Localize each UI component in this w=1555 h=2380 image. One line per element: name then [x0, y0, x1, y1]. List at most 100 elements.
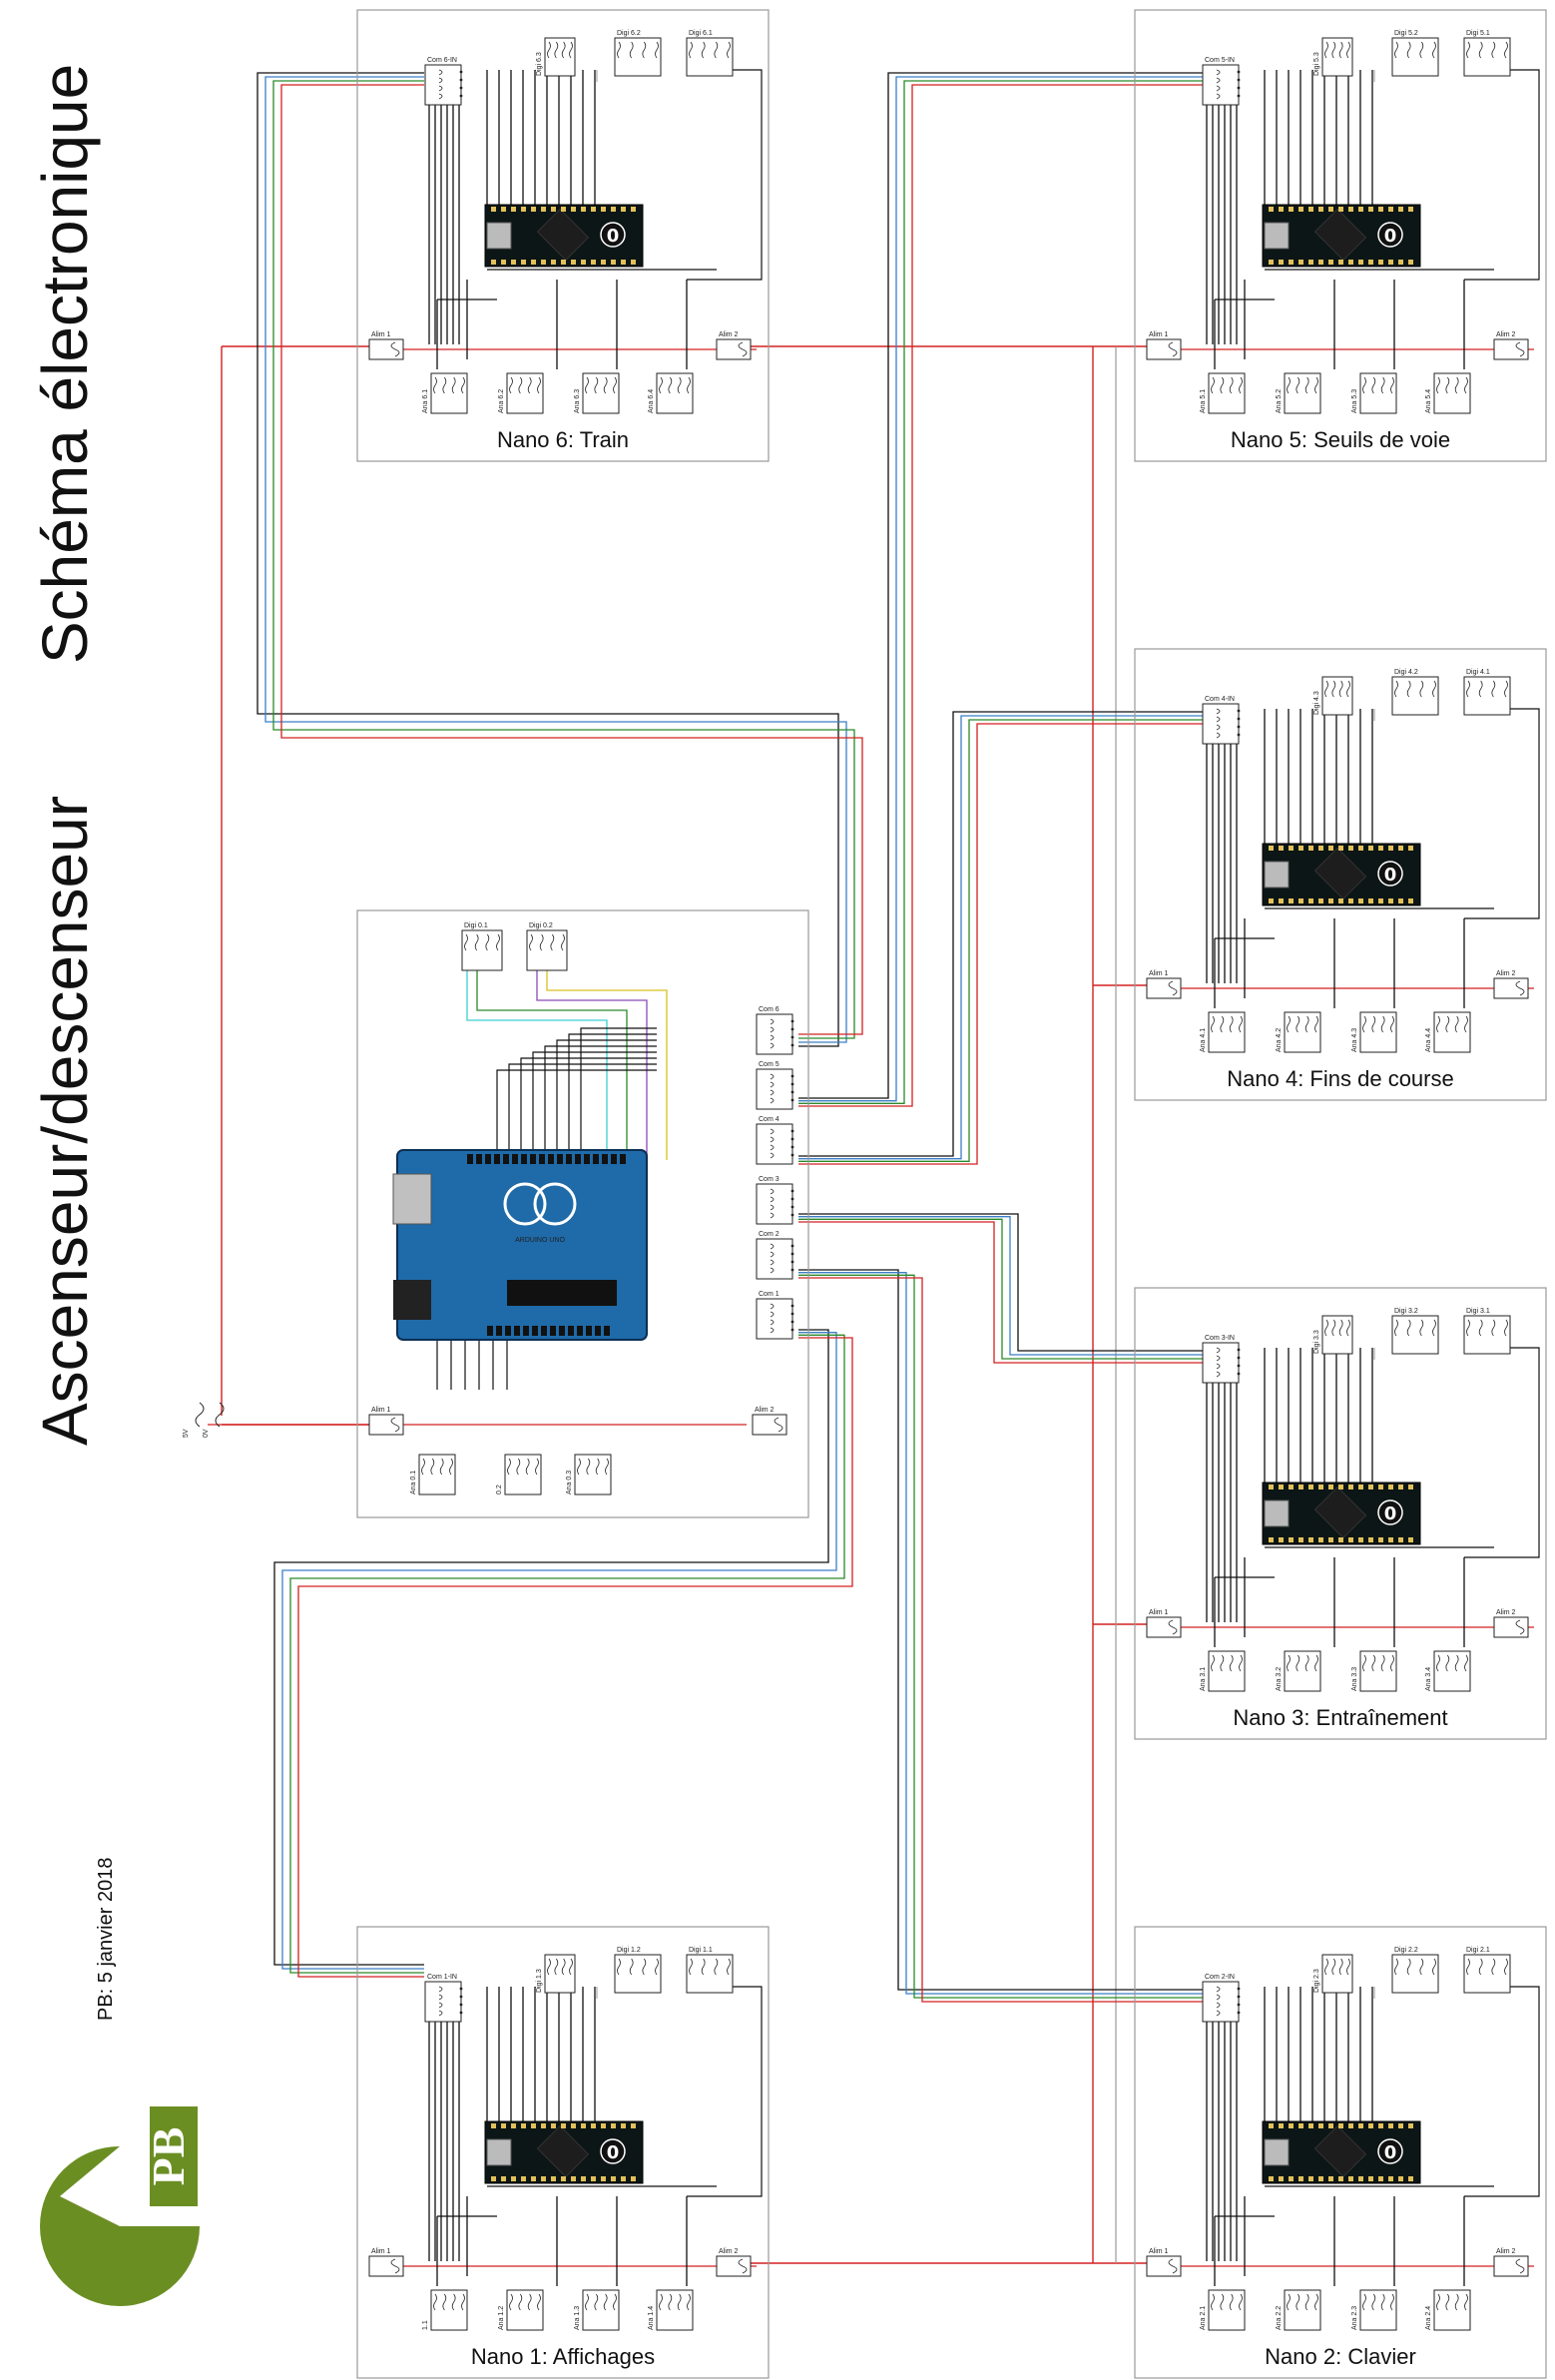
- connector-pin: [1491, 1958, 1496, 1976]
- connector-pin: [1229, 1015, 1234, 1033]
- connector-pin: [1331, 41, 1336, 59]
- connector-pin: [474, 933, 479, 951]
- module-title: Nano 6: Train: [497, 427, 629, 452]
- pin: [1279, 898, 1284, 903]
- connector-digi-3-1: Digi 3.1: [1463, 1308, 1511, 1355]
- pin: [531, 2123, 536, 2128]
- connector-pin: [1304, 1015, 1309, 1033]
- connector-pin: [770, 1212, 775, 1219]
- pin: [1358, 846, 1363, 851]
- connector-digi-2-1: Digi 2.1: [1463, 1947, 1511, 1994]
- connector-pin: [1362, 1654, 1366, 1672]
- pin: [1279, 2123, 1284, 2128]
- connector-pin: [1168, 2258, 1178, 2274]
- connector-label: Ana 1.2: [498, 2306, 505, 2330]
- connector-pin: [770, 1034, 775, 1041]
- header-pin: [512, 1154, 518, 1164]
- bus-wire: [289, 1334, 845, 1974]
- header-pin: [539, 1154, 545, 1164]
- atmega-chip: [507, 1280, 617, 1306]
- connector-pin: [668, 2293, 673, 2311]
- pin-dot: [1237, 709, 1241, 713]
- connector-label: 0.2: [496, 1485, 503, 1494]
- pin: [1408, 2123, 1413, 2128]
- pin: [601, 2176, 606, 2181]
- wire: [476, 970, 628, 1160]
- pin: [541, 2176, 546, 2181]
- pin: [1368, 1485, 1373, 1489]
- connector-alim-2: Alim 2: [716, 331, 752, 360]
- pin: [1378, 2176, 1383, 2181]
- pin: [491, 207, 496, 212]
- pin: [591, 207, 596, 212]
- connector-pin: [1296, 376, 1300, 394]
- connector-pin: [1287, 1654, 1291, 1672]
- connector-pin: [438, 93, 443, 100]
- connector-pin: [1436, 1654, 1440, 1672]
- connector-label: Alim 2: [1496, 2248, 1516, 2255]
- connector-label: Com 1-IN: [427, 1974, 457, 1981]
- bus-wire: [798, 1216, 1203, 1356]
- connector-pin: [1304, 2293, 1309, 2311]
- connector-label: Ana 4.3: [1351, 1028, 1358, 1052]
- connector-pin: [1380, 1654, 1385, 1672]
- connector-com-6: Com 6: [756, 1006, 794, 1055]
- pin: [1378, 1485, 1383, 1489]
- connector-pin: [659, 2293, 663, 2311]
- pin: [1279, 260, 1284, 265]
- connector-body: [756, 1013, 793, 1055]
- connector-label: Alim 2: [719, 331, 739, 338]
- pin: [551, 260, 556, 265]
- module-frame: [356, 909, 809, 1518]
- pin: [1378, 1537, 1383, 1542]
- connector-body: [756, 1298, 793, 1340]
- connector-body: [1493, 2255, 1529, 2277]
- pin: [1328, 2176, 1333, 2181]
- pin-dot: [1237, 2003, 1241, 2007]
- connector-pin: [390, 2258, 400, 2274]
- pin: [601, 260, 606, 265]
- connector-pin: [687, 2293, 691, 2311]
- pin: [1368, 898, 1373, 903]
- connector-label: Digi 0.1: [464, 922, 488, 929]
- pin: [1388, 1485, 1393, 1489]
- pin: [631, 2176, 636, 2181]
- connector-body: [1146, 2255, 1182, 2277]
- connector-com-6-in: Com 6-IN: [424, 57, 463, 106]
- pin: [1398, 846, 1403, 851]
- connector-pin: [1371, 1654, 1376, 1672]
- connector-label: Alim 2: [1496, 970, 1516, 977]
- connector-pin: [770, 1259, 775, 1266]
- pin: [1298, 1537, 1303, 1542]
- connector-pin: [1220, 1654, 1225, 1672]
- connector-pin: [1454, 376, 1459, 394]
- pin: [1368, 260, 1373, 265]
- connector-body: [1391, 676, 1439, 716]
- header-pin: [595, 1326, 601, 1336]
- pin: [1408, 207, 1413, 212]
- connector-pin: [613, 2293, 617, 2311]
- connector-ana-6-3: Ana 6.3: [574, 372, 620, 414]
- connector-digi-0-1: Digi 0.1: [461, 922, 503, 971]
- connector-pin: [770, 1073, 775, 1080]
- connector-ana-4-1: Ana 4.1: [1200, 1011, 1246, 1053]
- pin: [1279, 2176, 1284, 2181]
- header-pin: [604, 1326, 610, 1336]
- connector-pin: [605, 1458, 609, 1476]
- bus-wire: [798, 80, 1203, 1104]
- connector-digi-1-3: Digi 1.3: [536, 1954, 576, 1994]
- connector-pin: [1380, 1015, 1385, 1033]
- wire: [544, 1045, 657, 1160]
- connector-pin: [433, 376, 437, 394]
- microcontroller: [536, 2124, 590, 2178]
- connector-body: [756, 1123, 793, 1165]
- connector-pin: [1239, 376, 1243, 394]
- connector-pin: [770, 1196, 775, 1203]
- connector-pin: [496, 933, 500, 951]
- pin: [571, 2123, 576, 2128]
- connector-pin: [1419, 1319, 1424, 1337]
- connector-pin: [1394, 680, 1398, 698]
